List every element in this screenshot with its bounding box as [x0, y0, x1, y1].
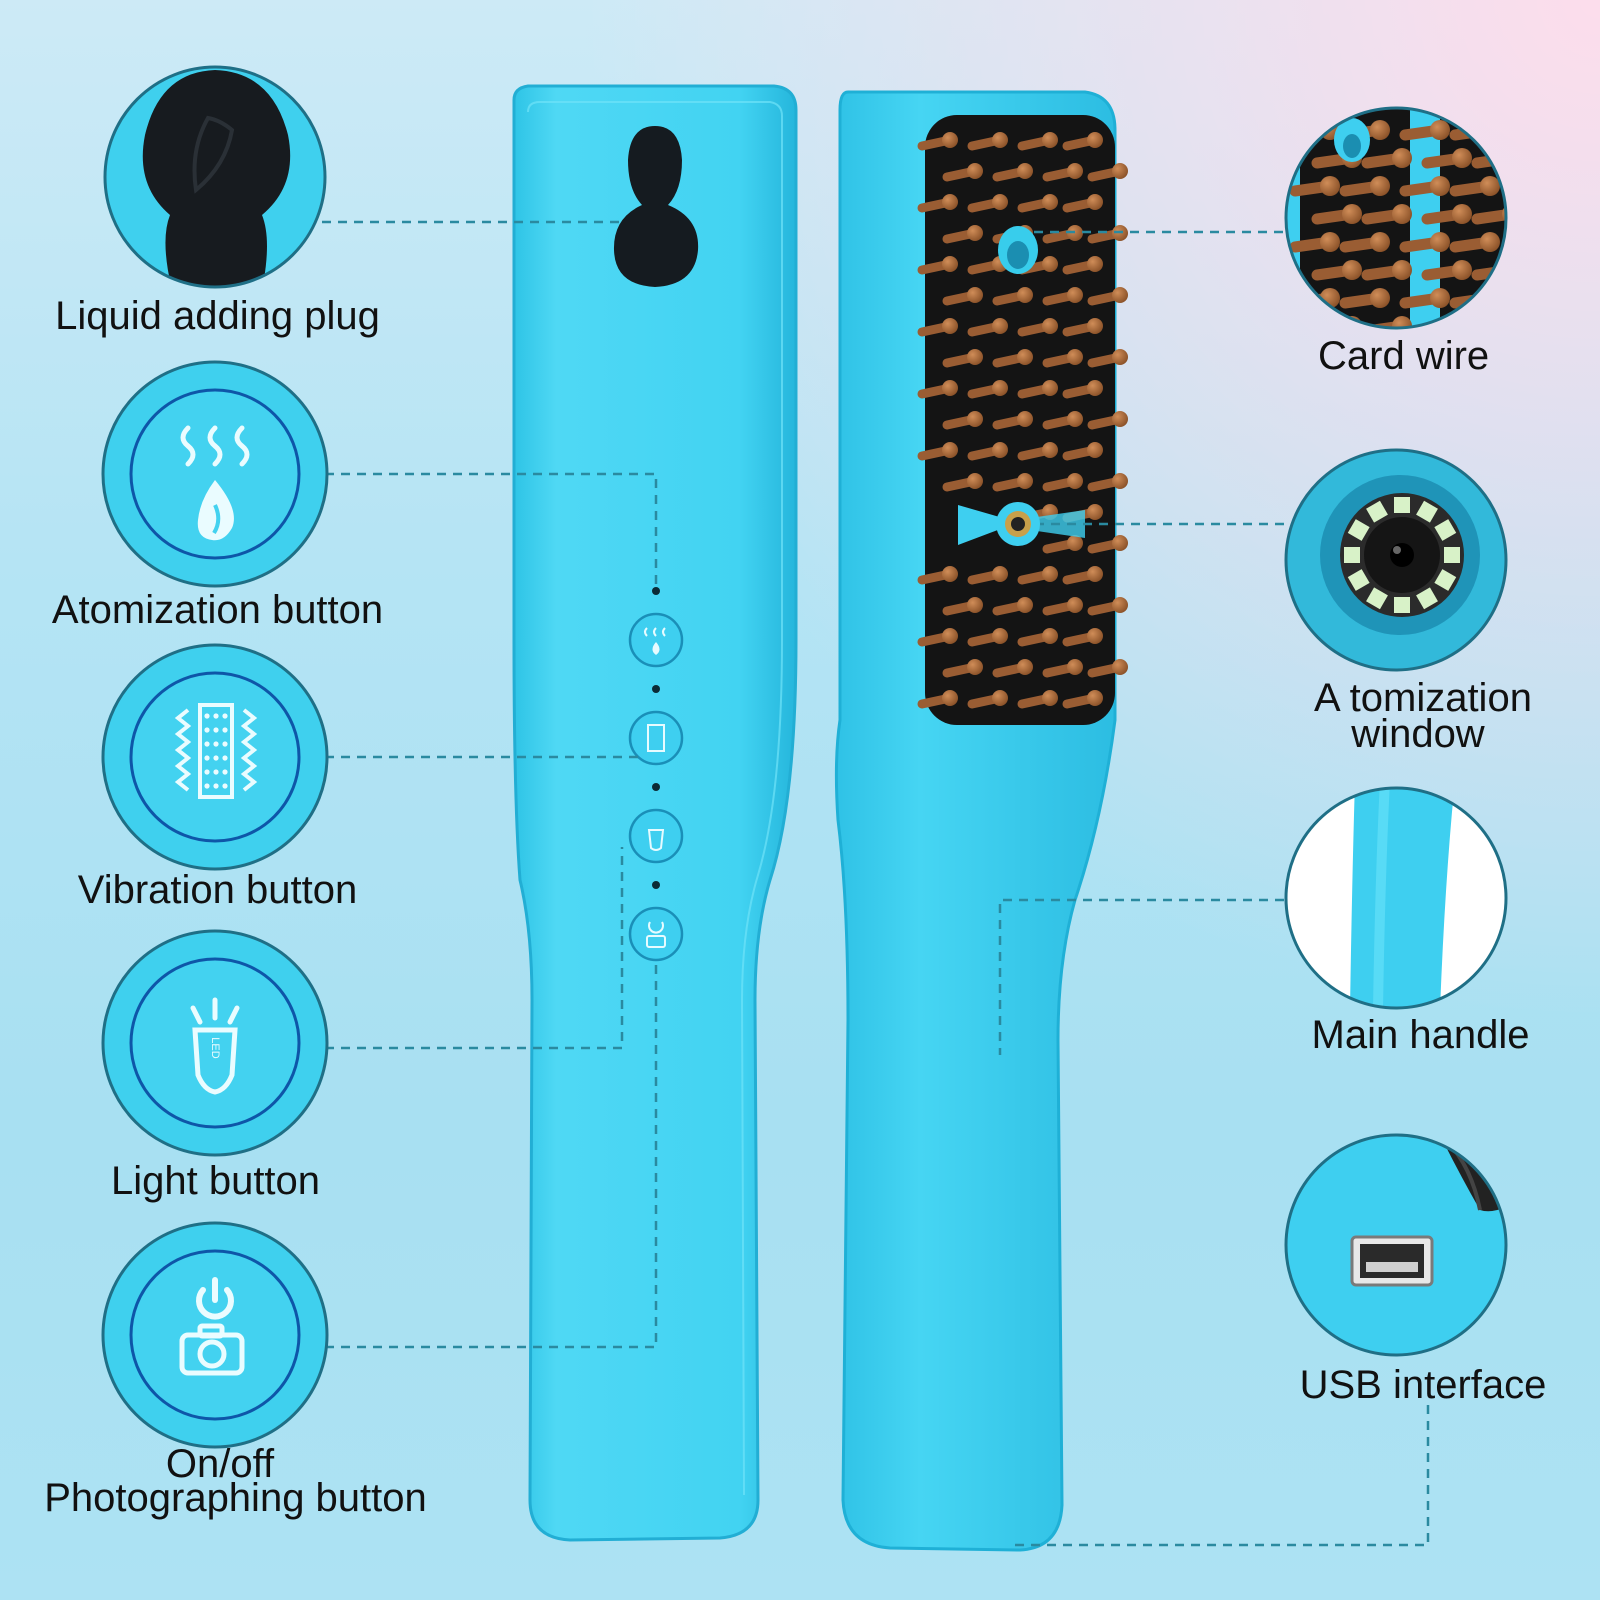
- front-vibration-button[interactable]: [628, 710, 684, 766]
- label-atomization-window-line2: window: [1351, 712, 1485, 756]
- label-atomization-button: Atomization button: [51, 588, 384, 632]
- vibration-pad-icon: [198, 703, 234, 799]
- led-bulb-icon: [192, 1027, 238, 1095]
- label-liquid-adding-plug: Liquid adding plug: [55, 294, 380, 338]
- label-main-handle: Main handle: [1311, 1013, 1530, 1057]
- label-vibration-button: Vibration button: [77, 868, 358, 912]
- bristles: [917, 132, 1128, 709]
- label-usb-interface: USB interface: [1299, 1363, 1547, 1407]
- vibration-icon-detail: [101, 643, 329, 871]
- onoff-photo-icon-detail: [101, 1221, 329, 1449]
- callout-lines: [322, 220, 1430, 1547]
- light-icon-detail: LED: [101, 929, 329, 1157]
- front-light-button[interactable]: [628, 808, 684, 864]
- led-text: LED: [209, 1037, 221, 1058]
- liquid-plug-detail: [103, 65, 327, 289]
- main-handle-detail: [1284, 786, 1508, 1010]
- camera-icon: [179, 1323, 245, 1376]
- label-atomization-window-line1: A tomization: [1314, 676, 1532, 720]
- atomization-icon-detail: [101, 360, 329, 588]
- label-light-button: Light button: [110, 1159, 321, 1203]
- front-onoff-button[interactable]: [628, 906, 684, 962]
- side-device: [834, 90, 1128, 1552]
- liquid-plug: [613, 126, 699, 287]
- label-onoff-line1: On/off: [165, 1442, 275, 1486]
- atomization-window-detail: [1284, 448, 1508, 672]
- label-onoff-line2: Photographing button: [44, 1476, 427, 1520]
- front-atomization-button[interactable]: [628, 612, 684, 668]
- steam-icon: [180, 425, 250, 467]
- power-icon: [196, 1287, 234, 1320]
- label-card-wire: Card wire: [1318, 334, 1490, 378]
- card-wire-detail: [1284, 106, 1508, 330]
- usb-detail: [1284, 1133, 1508, 1357]
- front-device: [512, 84, 798, 1542]
